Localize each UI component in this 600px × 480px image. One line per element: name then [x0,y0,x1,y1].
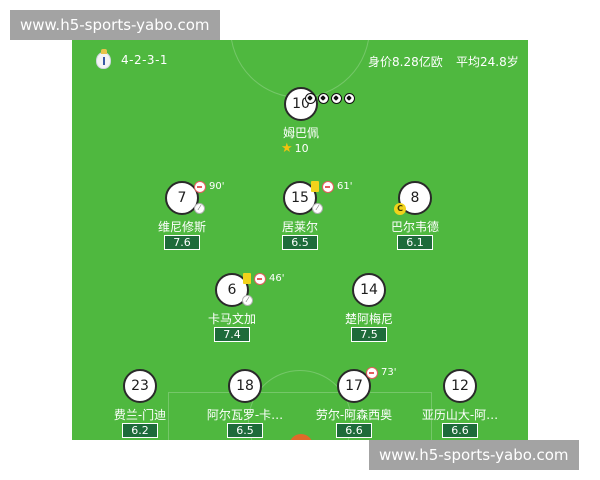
player-number: 14 [352,273,386,307]
player-rating: 6.5 [282,235,318,250]
player-card-12[interactable]: 12 亚历山大-阿… 6.6 [400,369,520,439]
substitution-time: 90' [209,181,225,192]
watermark-bottom: www.h5-sports-yabo.com [369,440,579,470]
formation-label: 4-2-3-1 [121,53,169,67]
player-name: 居莱尔 [281,220,318,234]
captain-icon: C [394,203,406,215]
substitution-icon [366,367,378,379]
goalkeeper-avatar-partial [289,434,313,440]
yellow-card-icon [311,181,319,192]
player-card-8[interactable]: 8 C 巴尔韦德 6.1 [355,181,475,251]
boot-icon: ⁄ [312,203,323,214]
player-rating: 6.6 [336,423,372,438]
crest-icon [96,49,111,69]
boot-icon: ⁄ [242,295,253,306]
player-number: 18 [228,369,262,403]
player-card-18[interactable]: 18 阿尔瓦罗-卡… 6.5 [185,369,305,439]
player-number: 7 [165,181,199,215]
substitution-time: 73' [381,367,397,378]
player-card-15[interactable]: 15 61' ⁄ 居莱尔 6.5 [240,181,360,251]
substitution-time: 61' [337,181,353,192]
player-name: 维尼修斯 [157,220,206,234]
yellow-card-icon [243,273,251,284]
player-rating: 6.1 [397,235,433,250]
substitution-icon [322,181,334,193]
player-card-6[interactable]: 6 46' ⁄ 卡马文加 7.4 [172,273,292,343]
player-name: 费兰-门迪 [113,408,167,422]
average-age: 平均24.8岁 [456,55,519,69]
player-name: 楚阿梅尼 [344,312,393,326]
boot-icon: ⁄ [194,203,205,214]
player-number: 23 [123,369,157,403]
star-icon: ★ [281,141,293,156]
substitution-icon [194,181,206,193]
goal-ball-icon [344,93,355,104]
player-card-17[interactable]: 17 73' 劳尔-阿森西奥 6.6 [294,367,414,439]
player-name: 姆巴佩 [282,126,319,140]
player-name: 劳尔-阿森西奥 [315,408,393,422]
player-card-7[interactable]: 7 90' ⁄ 维尼修斯 7.6 [122,181,242,251]
player-name: 阿尔瓦罗-卡… [206,408,284,422]
player-rating: 6.2 [122,423,158,438]
player-rating: 7.6 [164,235,200,250]
substitution-time: 46' [269,273,285,284]
player-number: 12 [443,369,477,403]
player-card-10[interactable]: 10 姆巴佩 ★10 [241,87,361,157]
player-rating: ★10 [281,141,309,156]
player-rating: 7.4 [214,327,250,342]
player-number: 10 [284,87,318,121]
goal-ball-icon [318,93,329,104]
player-name: 亚历山大-阿… [421,408,499,422]
pitch: 4-2-3-1 身价8.28亿欧 平均24.8岁 10 姆巴佩 ★10 7 90… [72,40,528,440]
goal-ball-icon [305,93,316,104]
player-rating: 6.5 [227,423,263,438]
player-name: 卡马文加 [207,312,256,326]
lineup-header: 4-2-3-1 身价8.28亿欧 平均24.8岁 [72,40,528,80]
player-rating: 7.5 [351,327,387,342]
watermark-top: www.h5-sports-yabo.com [10,10,220,40]
goal-ball-icon [331,93,342,104]
player-card-23[interactable]: 23 费兰-门迪 6.2 [80,369,200,439]
player-card-14[interactable]: 14 楚阿梅尼 7.5 [309,273,429,343]
player-name: 巴尔韦德 [390,220,439,234]
player-number: 17 [337,369,371,403]
team-value: 身价8.28亿欧 [368,55,443,69]
substitution-icon [254,273,266,285]
player-rating: 6.6 [442,423,478,438]
